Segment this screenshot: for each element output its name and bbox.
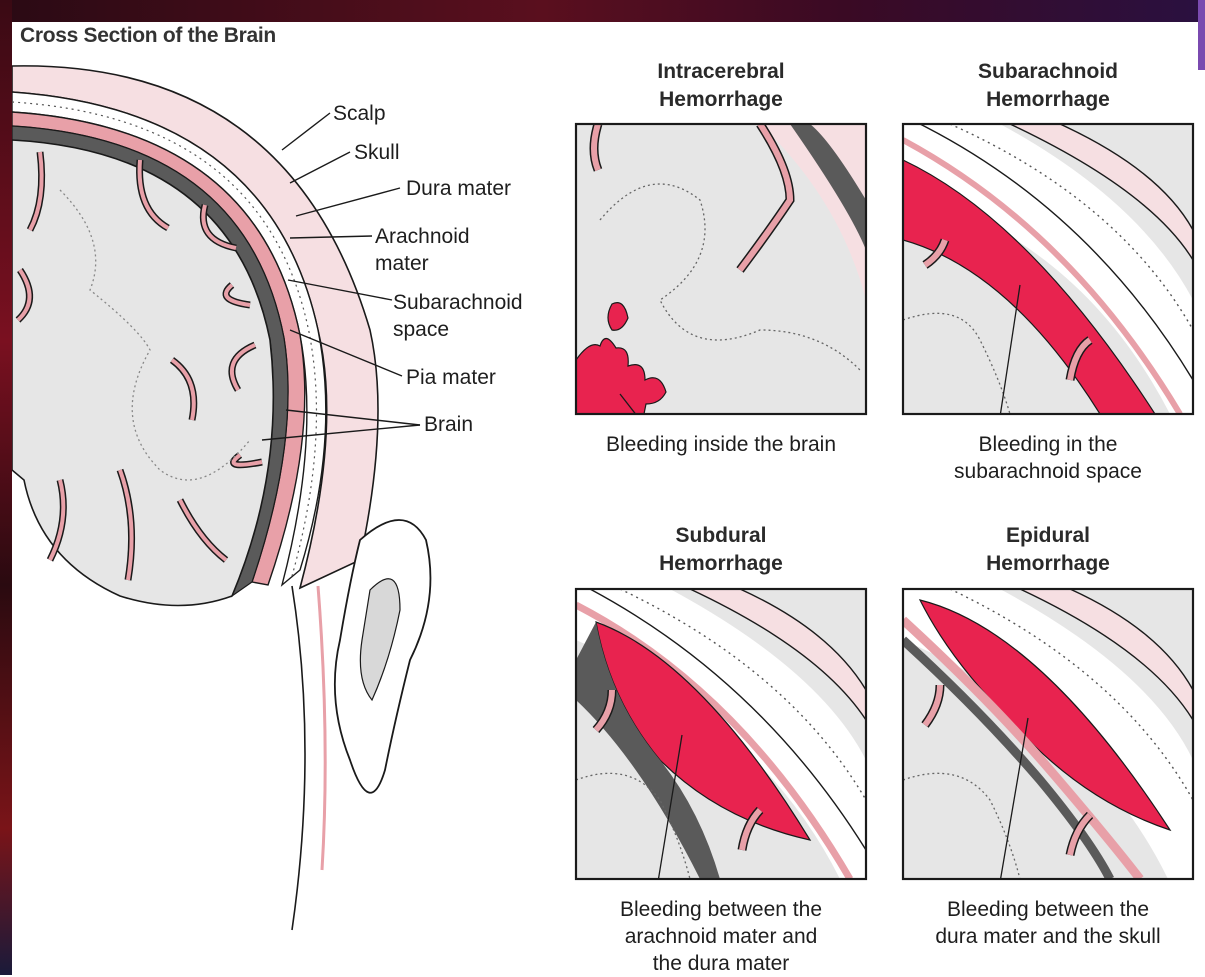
caption-line: the dura mater xyxy=(561,950,881,977)
caption-line: subarachnoid space xyxy=(888,458,1205,485)
panel-title-line: Hemorrhage xyxy=(571,86,871,114)
label-scalp: Scalp xyxy=(333,100,386,127)
caption-line: Bleeding inside the brain xyxy=(561,431,881,458)
caption-subdural: Bleeding between the arachnoid mater and… xyxy=(561,896,881,977)
panel-epidural xyxy=(903,589,1193,894)
label-brain: Brain xyxy=(424,411,473,438)
caption-line: arachnoid mater and xyxy=(561,923,881,950)
caption-line: dura mater and the skull xyxy=(888,923,1205,950)
label-skull: Skull xyxy=(354,139,400,166)
panel-title-intracerebral: Intracerebral Hemorrhage xyxy=(571,58,871,114)
panel-title-subdural: Subdural Hemorrhage xyxy=(571,522,871,578)
caption-subarachnoid: Bleeding in the subarachnoid space xyxy=(888,431,1205,485)
panel-title-line: Hemorrhage xyxy=(898,86,1198,114)
label-dura-mater: Dura mater xyxy=(406,175,511,202)
label-subarachnoid-space: space xyxy=(393,316,449,343)
label-arachnoid-mater: mater xyxy=(375,250,429,277)
caption-line: Bleeding between the xyxy=(561,896,881,923)
caption-line: Bleeding in the xyxy=(888,431,1205,458)
label-pia-mater: Pia mater xyxy=(406,364,496,391)
panel-title-line: Subarachnoid xyxy=(898,58,1198,86)
panel-subdural xyxy=(576,589,866,894)
panel-title-line: Epidural xyxy=(898,522,1198,550)
figure-title: Cross Section of the Brain xyxy=(20,24,276,48)
panel-title-line: Intracerebral xyxy=(571,58,871,86)
panel-title-epidural: Epidural Hemorrhage xyxy=(898,522,1198,578)
panel-title-line: Hemorrhage xyxy=(571,550,871,578)
caption-epidural: Bleeding between the dura mater and the … xyxy=(888,896,1205,950)
panel-title-line: Hemorrhage xyxy=(898,550,1198,578)
caption-line: Bleeding between the xyxy=(888,896,1205,923)
head-cross-section xyxy=(12,66,378,606)
panel-intracerebral xyxy=(576,124,866,430)
label-arachnoid: Arachnoid xyxy=(375,223,470,250)
caption-intracerebral: Bleeding inside the brain xyxy=(561,431,881,458)
panel-subarachnoid xyxy=(903,124,1193,430)
panel-title-subarachnoid: Subarachnoid Hemorrhage xyxy=(898,58,1198,114)
label-subarachnoid: Subarachnoid xyxy=(393,289,523,316)
panel-title-line: Subdural xyxy=(571,522,871,550)
